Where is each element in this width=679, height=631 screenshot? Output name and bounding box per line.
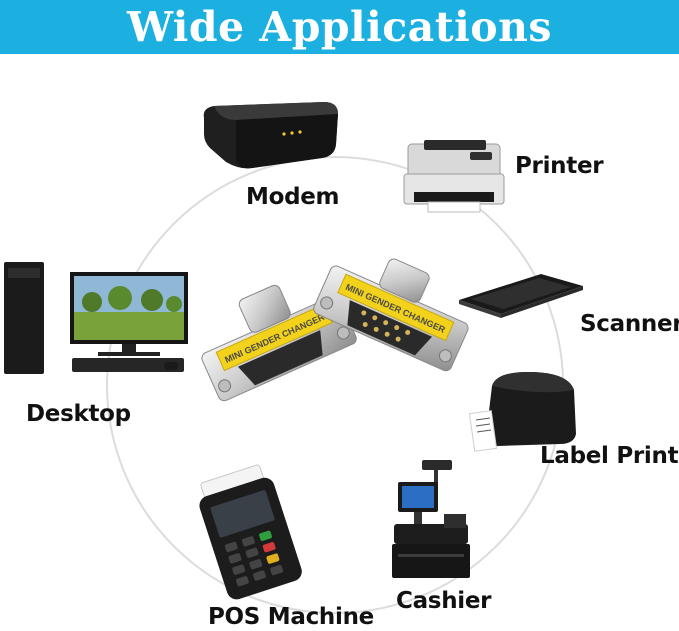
printer-label: Printer (515, 153, 604, 179)
modem-label: Modem (246, 184, 340, 210)
application-label-printer (468, 368, 583, 453)
pos-machine-label: POS Machine (208, 604, 374, 630)
cashier-icon (392, 460, 470, 578)
gender-changer-product: MINI GENDER CHANGER MINI GENDER CHANGER (200, 248, 472, 418)
pos-machine-icon (199, 464, 302, 600)
label-printer-label: Label Printer (540, 443, 679, 469)
application-cashier (388, 458, 473, 583)
scanner-icon (459, 274, 583, 318)
header-banner: Wide Applications (0, 0, 679, 54)
scanner-label: Scanner (580, 311, 679, 337)
desktop-icon (4, 262, 188, 374)
gender-changer-image: MINI GENDER CHANGER MINI GENDER CHANGER (201, 258, 469, 402)
printer-icon (403, 140, 505, 213)
application-scanner (455, 268, 590, 323)
banner-title: Wide Applications (126, 3, 552, 51)
desktop-label: Desktop (26, 401, 131, 427)
application-printer (400, 138, 510, 218)
modem-icon (203, 102, 338, 169)
application-modem (196, 90, 346, 180)
label-printer-icon (468, 372, 576, 452)
cashier-label: Cashier (396, 588, 492, 614)
application-pos-machine (195, 464, 310, 600)
application-desktop (2, 258, 192, 378)
